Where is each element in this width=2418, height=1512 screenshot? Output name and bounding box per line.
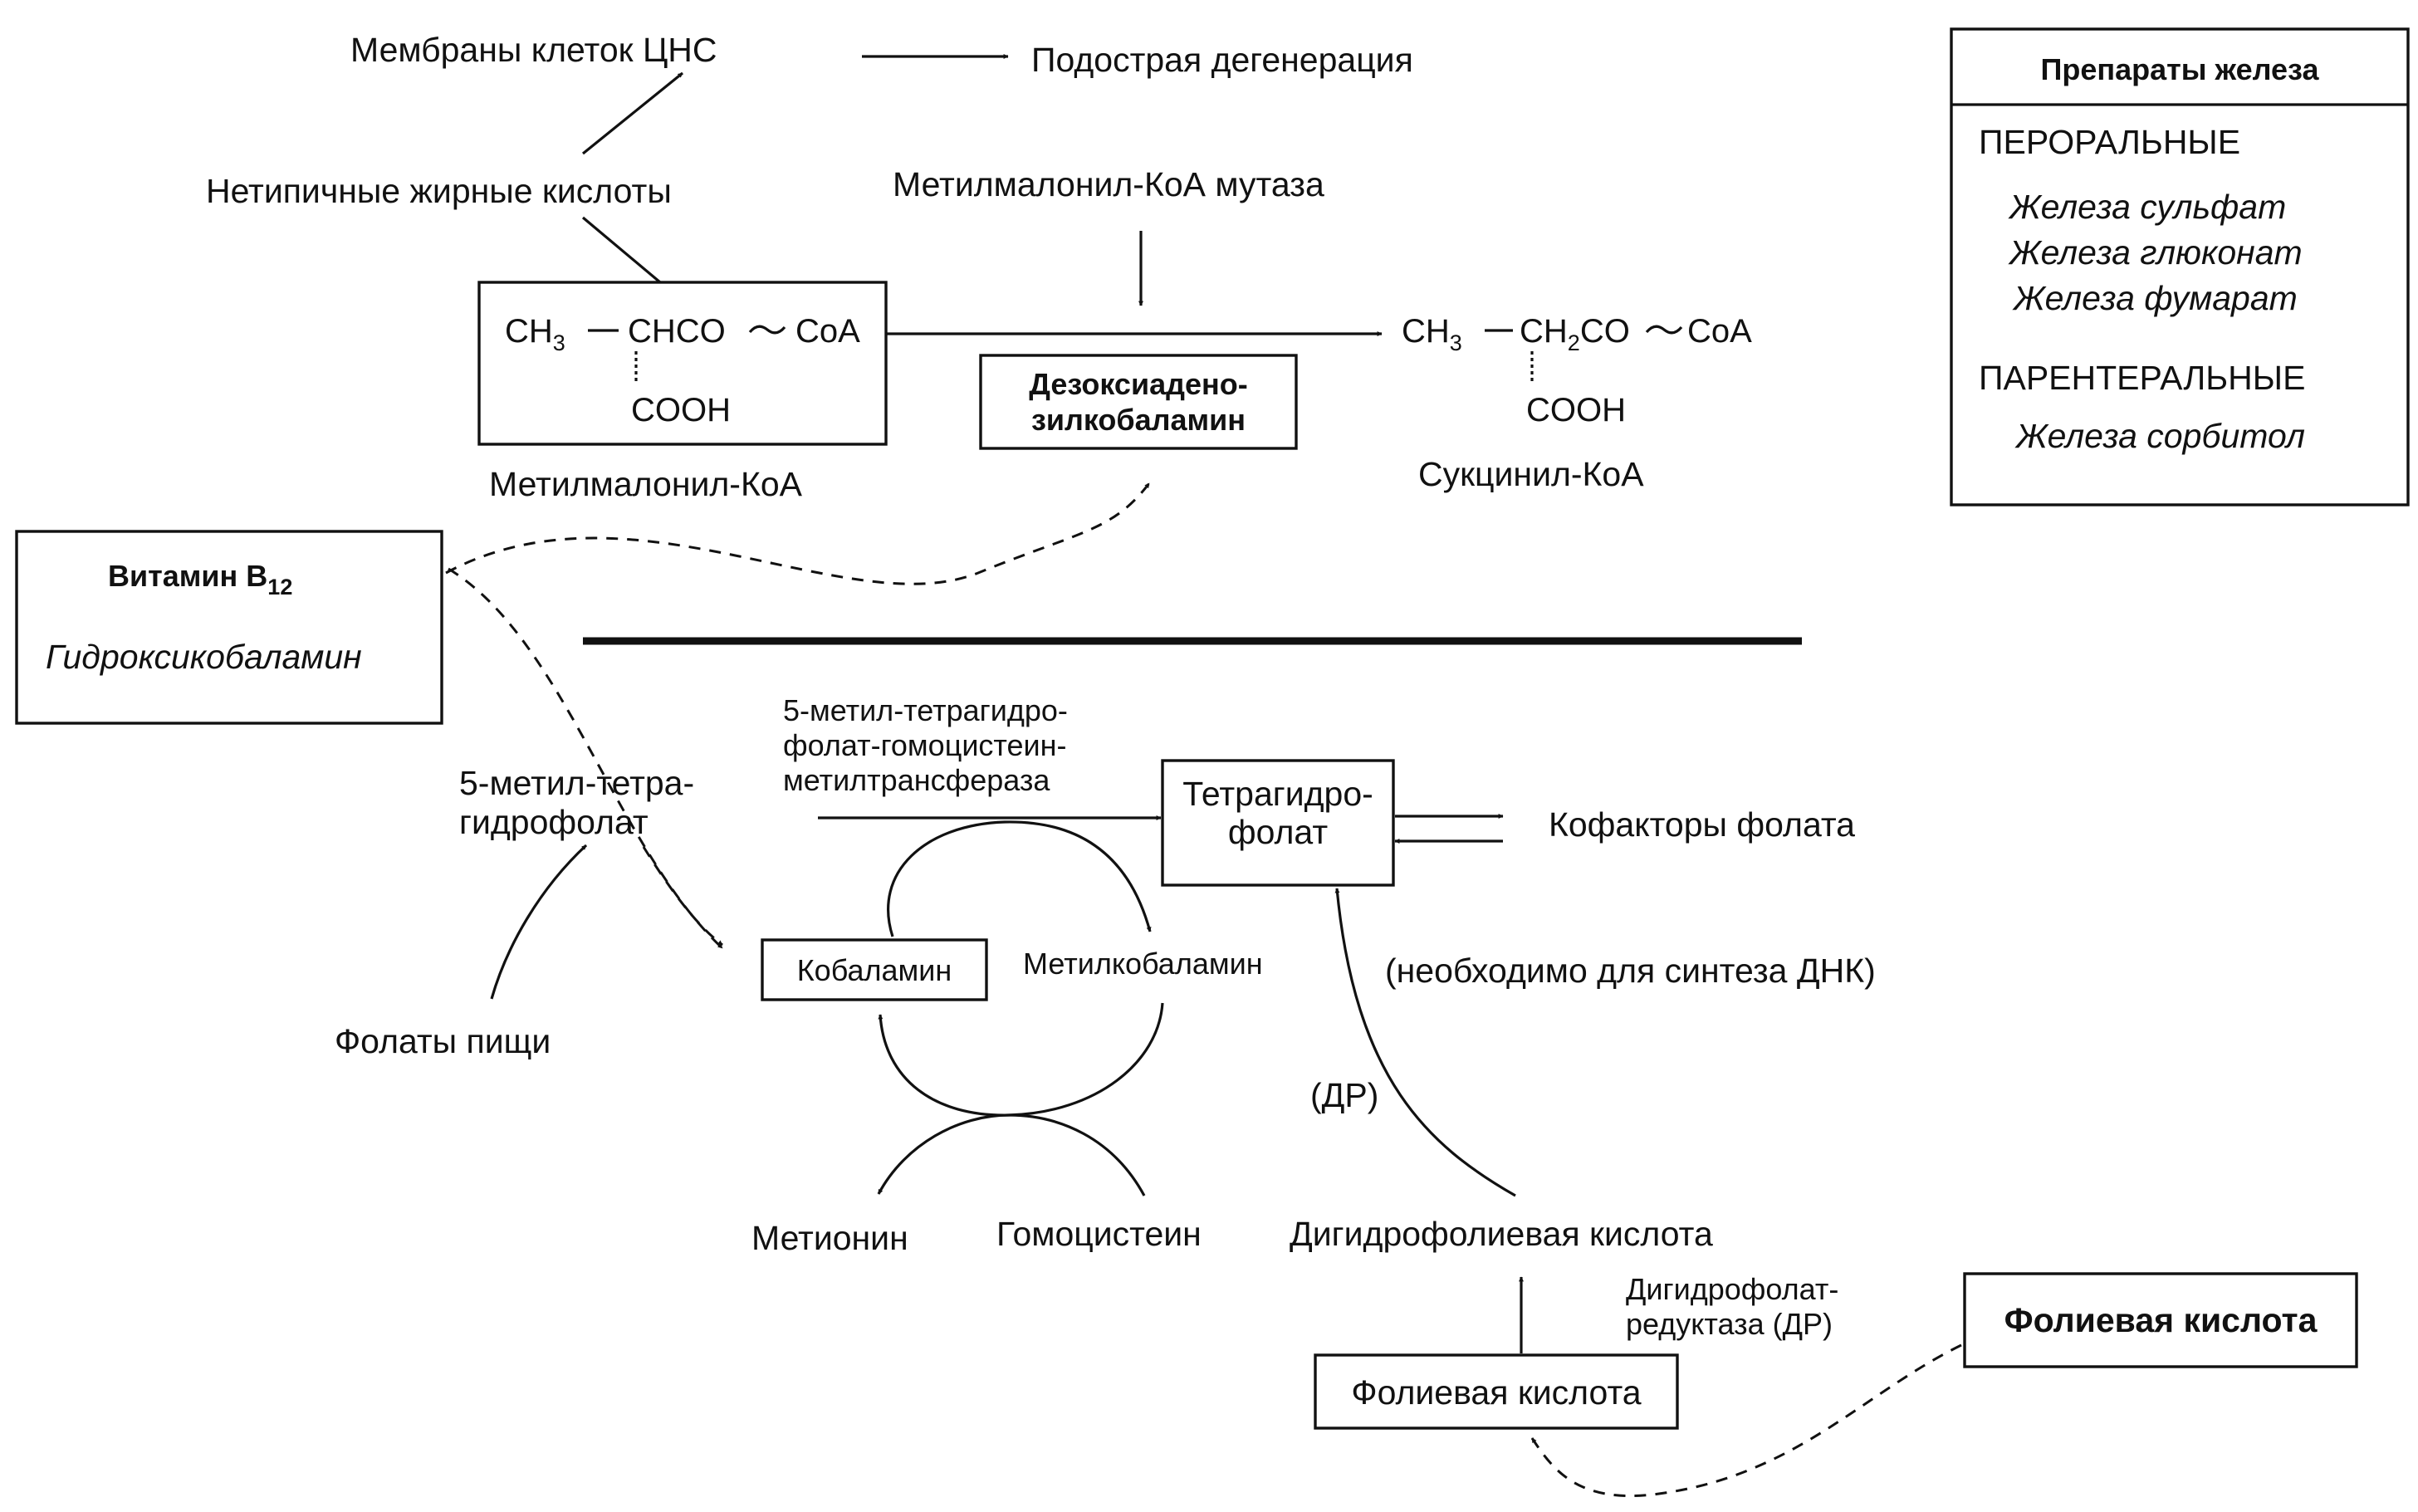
deoxyadenosylcobalamin-line1: Дезоксиадено- bbox=[1029, 367, 1247, 401]
methyltransferase-line3: метилтрансфераза bbox=[783, 763, 1050, 797]
folic-acid-source-label: Фолиевая кислота bbox=[2004, 1301, 2318, 1339]
iron-oral-item: Железа сульфат bbox=[2008, 188, 2286, 226]
bond-tilde-succinyl bbox=[1645, 325, 1683, 335]
succinyl-formula-ch2co: CH2CO bbox=[1520, 313, 1630, 355]
arrow-fatty-acids-to-cns bbox=[581, 71, 684, 155]
methionine-label: Метионин bbox=[751, 1219, 908, 1257]
dashed-arrow-source-to-folic-acid bbox=[1530, 1343, 1962, 1497]
homocysteine-label: Гомоцистеин bbox=[996, 1215, 1202, 1253]
dashed-arrow-b12-to-deoxyadenosyl bbox=[445, 482, 1151, 585]
food-folates-label: Фолаты пищи bbox=[335, 1022, 551, 1060]
methyl-thf-line2: гидрофолат bbox=[459, 803, 649, 841]
succinyl-coa-label: Сукцинил-КоА bbox=[1418, 455, 1644, 493]
arrow-dihydrofolic-to-thf bbox=[1334, 888, 1516, 1197]
folic-acid-source-box bbox=[1963, 1272, 2358, 1368]
methylmalonyl-formula-chco: CHCO bbox=[628, 313, 726, 350]
methyl-thf-line1: 5-метил-тетра- bbox=[459, 764, 694, 802]
link-methylmalonyl-to-fatty-acids bbox=[581, 216, 662, 284]
tetrahydrofolate-line2: фолат bbox=[1228, 813, 1328, 851]
iron-oral-item: Железа глюконат bbox=[2008, 233, 2303, 272]
cobalamin-box bbox=[761, 938, 988, 1001]
arrow-homocysteine-to-methionine bbox=[877, 1113, 1146, 1196]
arrow-food-folates-to-methyl-thf bbox=[490, 844, 588, 1000]
folic-acid-box-label: Фолиевая кислота bbox=[1351, 1373, 1641, 1412]
methyltransferase-line1: 5-метил-тетрагидро- bbox=[783, 693, 1068, 727]
dashed-arrow-methyl-thf-to-cobalamin bbox=[642, 846, 723, 947]
folic-acid-box bbox=[1314, 1353, 1679, 1430]
deoxyadenosylcobalamin-line2: зилкобаламин bbox=[1031, 403, 1246, 437]
methylmalonyl-formula-cooh: COOH bbox=[631, 392, 731, 428]
tetrahydrofolate-line1: Тетрагидро- bbox=[1182, 775, 1373, 813]
vitamin-b12-title: Витамин B12 bbox=[108, 559, 292, 599]
cobalamin-label: Кобаламин bbox=[797, 953, 952, 987]
methylcobalamin-label: Метилкобаламин bbox=[1023, 947, 1263, 981]
methylmalonyl-formula-ch3: CH3 bbox=[505, 313, 565, 355]
dna-synthesis-label: (необходимо для синтеза ДНК) bbox=[1385, 952, 1876, 990]
succinyl-formula-ch3: CH3 bbox=[1402, 313, 1462, 355]
dihydrofolic-acid-label: Дигидрофолиевая кислота bbox=[1290, 1215, 1713, 1253]
iron-parenteral-item: Железа сорбитол bbox=[2014, 417, 2305, 455]
methylmalonyl-formula-coa: CoA bbox=[795, 313, 860, 350]
cns-membranes-label: Мембраны клеток ЦНС bbox=[350, 31, 717, 69]
mutase-label: Метилмалонил-КоА мутаза bbox=[893, 165, 1324, 203]
subacute-degeneration-label: Подострая дегенерация bbox=[1031, 41, 1413, 79]
tetrahydrofolate-box bbox=[1161, 759, 1395, 887]
deoxyadenosylcobalamin-box bbox=[979, 354, 1298, 450]
dashed-arrow-b12-to-cobalamin bbox=[448, 567, 724, 950]
arrow-methylcobalamin-to-cobalamin bbox=[878, 1002, 1164, 1117]
bond-tilde-methylmalonyl bbox=[748, 325, 786, 335]
iron-preparations-panel bbox=[1950, 27, 2410, 506]
hydroxocobalamin-label: Гидроксикобаламин bbox=[46, 638, 362, 676]
dr-label: (ДР) bbox=[1310, 1076, 1378, 1114]
dhfr-line2: редуктаза (ДР) bbox=[1626, 1307, 1833, 1341]
folate-cofactors-label: Кофакторы фолата bbox=[1549, 805, 1855, 844]
iron-panel-title: Препараты железа bbox=[2041, 52, 2320, 86]
methyltransferase-line2: фолат-гомоцистеин- bbox=[783, 728, 1067, 762]
succinyl-formula-cooh: COOH bbox=[1526, 392, 1626, 428]
atypical-fatty-acids-label: Нетипичные жирные кислоты bbox=[206, 172, 672, 210]
iron-oral-heading: ПЕРОРАЛЬНЫЕ bbox=[1979, 123, 2240, 161]
arrow-cobalamin-to-methylcobalamin bbox=[887, 820, 1152, 937]
iron-parenteral-heading: ПАРЕНТЕРАЛЬНЫЕ bbox=[1979, 359, 2305, 397]
iron-oral-item: Железа фумарат bbox=[2012, 279, 2298, 317]
succinyl-formula-coa: CoA bbox=[1687, 313, 1752, 350]
vitamin-b12-box bbox=[15, 530, 443, 725]
methylmalonyl-coa-label: Метилмалонил-КоА bbox=[489, 465, 803, 503]
dhfr-line1: Дигидрофолат- bbox=[1626, 1272, 1838, 1306]
methylmalonyl-coa-box bbox=[477, 281, 888, 446]
